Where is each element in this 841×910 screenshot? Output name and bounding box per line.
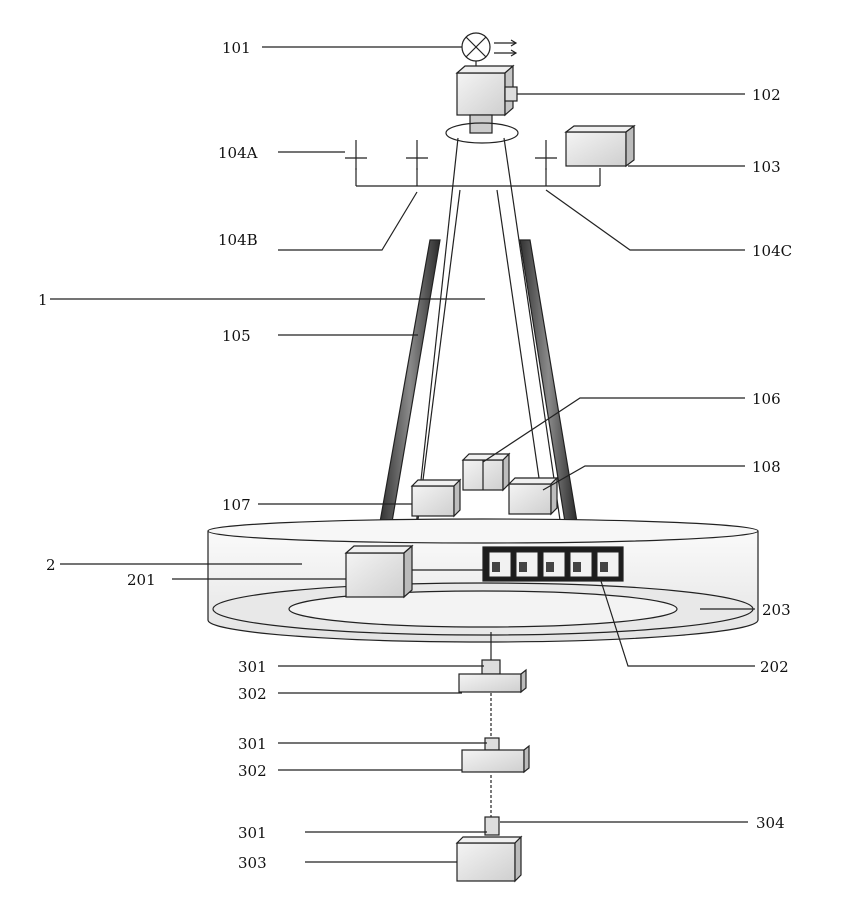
label-302-a: 302 [238,685,267,703]
label-303: 303 [238,854,267,872]
crossbar-frame [345,140,600,186]
label-105: 105 [222,327,251,345]
bracket-2 [462,746,529,772]
label-108: 108 [752,458,781,476]
label-102: 102 [752,86,781,104]
label-107: 107 [222,496,251,514]
pole-c [535,140,557,170]
label-2: 2 [46,556,56,574]
module-left [412,480,460,516]
label-1: 1 [38,291,48,309]
label-201: 201 [127,571,156,589]
label-101: 101 [222,39,251,57]
label-301-b: 301 [238,735,267,753]
label-203: 203 [762,601,791,619]
module-right [509,478,557,514]
label-202: 202 [760,658,789,676]
label-103: 103 [752,158,781,176]
bottom-box [457,837,521,881]
joint-2 [485,738,499,750]
label-104b: 104B [218,231,258,249]
joint-3 [485,817,499,835]
camera-unit [446,66,518,143]
label-302-b: 302 [238,762,267,780]
label-106: 106 [752,390,781,408]
pole-b [406,140,428,170]
control-panel [483,547,623,581]
label-301-c: 301 [238,824,267,842]
top-right-box [566,126,634,166]
label-304: 304 [756,814,785,832]
label-301-a: 301 [238,658,267,676]
label-104c: 104C [752,242,792,260]
pole-a [345,140,367,170]
joint-1 [482,660,500,674]
label-104a: 104A [218,144,258,162]
